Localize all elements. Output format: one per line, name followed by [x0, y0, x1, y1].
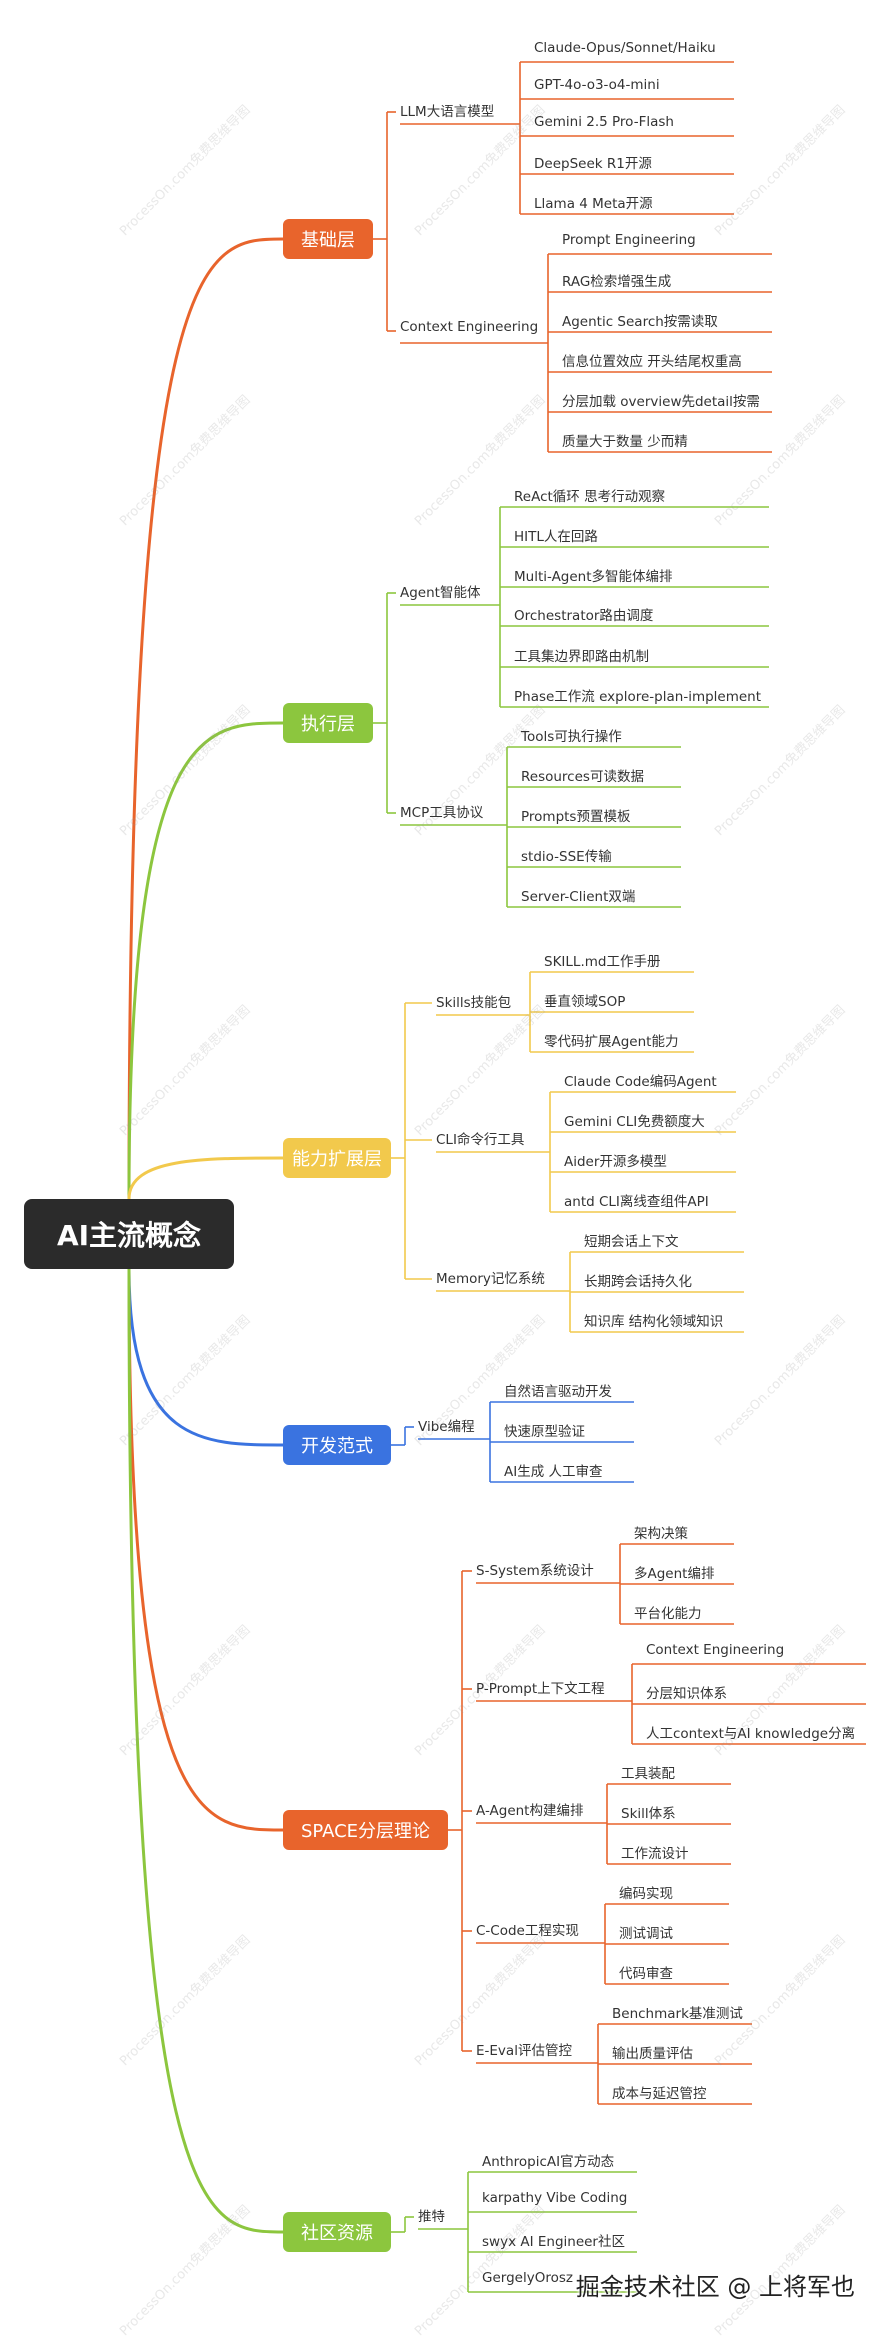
leaf-label[interactable]: 分层知识体系 [646, 1686, 727, 1702]
leaf-label[interactable]: RAG检索增强生成 [562, 274, 672, 290]
leaf-label[interactable]: GergelyOrosz [482, 2270, 573, 2286]
leaf-label[interactable]: Tools可执行操作 [521, 729, 622, 745]
leaf-label[interactable]: 工作流设计 [621, 1846, 689, 1862]
leaf-label[interactable]: 分层加载 overview先detail按需 [562, 394, 760, 410]
leaf-label[interactable]: swyx AI Engineer社区 [482, 2234, 625, 2250]
leaf-label[interactable]: Prompt Engineering [562, 232, 696, 248]
footer-credit: 掘金技术社区 @ 上将军也 [575, 2273, 855, 2301]
group-label[interactable]: LLM大语言模型 [400, 104, 495, 120]
leaf-label[interactable]: 编码实现 [619, 1886, 673, 1902]
leaf-label[interactable]: Gemini 2.5 Pro-Flash [534, 114, 674, 130]
branch-node-3[interactable]: 开发范式 [283, 1425, 391, 1465]
leaf-label[interactable]: AnthropicAI官方动态 [482, 2154, 615, 2170]
leaf-label[interactable]: 测试调试 [619, 1926, 673, 1942]
leaf-label[interactable]: 知识库 结构化领域知识 [584, 1314, 724, 1330]
leaf-label[interactable]: ReAct循环 思考行动观察 [514, 489, 666, 505]
leaf-label[interactable]: 信息位置效应 开头结尾权重高 [562, 354, 742, 370]
branch-node-4[interactable]: SPACE分层理论 [283, 1810, 448, 1850]
leaf-label[interactable]: Agentic Search按需读取 [562, 314, 718, 330]
group-label[interactable]: A-Agent构建编排 [476, 1803, 584, 1819]
connector-line [127, 1268, 284, 2234]
leaf-label[interactable]: Skill体系 [621, 1806, 676, 1822]
leaf-label[interactable]: Aider开源多模型 [564, 1154, 667, 1170]
branch-node-5[interactable]: 社区资源 [283, 2212, 391, 2252]
leaf-label[interactable]: 输出质量评估 [612, 2046, 693, 2062]
leaf-label[interactable]: 质量大于数量 少而精 [562, 434, 688, 450]
leaf-label[interactable]: 长期跨会话持久化 [584, 1274, 692, 1290]
leaf-label[interactable]: AI生成 人工审查 [504, 1464, 603, 1480]
group-label[interactable]: Context Engineering [400, 319, 539, 335]
branch-node-2[interactable]: 能力扩展层 [283, 1138, 391, 1178]
leaf-label[interactable]: Benchmark基准测试 [612, 2006, 743, 2022]
branch-node-0[interactable]: 基础层 [283, 219, 373, 259]
group-label[interactable]: Memory记忆系统 [436, 1271, 545, 1287]
leaf-label[interactable]: Prompts预置模板 [521, 809, 631, 825]
group-label[interactable]: CLI命令行工具 [436, 1132, 525, 1148]
connector-line [127, 1268, 284, 1447]
leaf-label[interactable]: 自然语言驱动开发 [504, 1384, 612, 1400]
group-label[interactable]: C-Code工程实现 [476, 1923, 579, 1939]
leaf-label[interactable]: 零代码扩展Agent能力 [544, 1034, 679, 1050]
leaf-label[interactable]: stdio-SSE传输 [521, 849, 612, 865]
group-label[interactable]: Agent智能体 [400, 585, 481, 601]
root-node[interactable]: AI主流概念 [24, 1199, 234, 1269]
group-label[interactable]: Vibe编程 [418, 1419, 475, 1435]
leaf-label[interactable]: 人工context与AI knowledge分离 [646, 1726, 856, 1742]
leaf-label[interactable]: 工具装配 [621, 1766, 675, 1782]
group-label[interactable]: E-Eval评估管控 [476, 2043, 572, 2059]
group-label[interactable]: S-System系统设计 [476, 1563, 594, 1579]
leaf-label[interactable]: Claude Code编码Agent [564, 1074, 717, 1090]
leaf-label[interactable]: Resources可读数据 [521, 769, 644, 785]
connector-line [127, 1268, 284, 1832]
leaf-label[interactable]: Server-Client双端 [521, 889, 636, 905]
leaf-label[interactable]: 多Agent编排 [634, 1566, 715, 1582]
leaf-label[interactable]: Multi-Agent多智能体编排 [514, 569, 673, 585]
leaf-label[interactable]: 快速原型验证 [504, 1424, 585, 1440]
group-label[interactable]: P-Prompt上下文工程 [476, 1681, 605, 1697]
connector-line [127, 237, 284, 1200]
leaf-label[interactable]: SKILL.md工作手册 [544, 954, 661, 970]
leaf-label[interactable]: antd CLI离线查组件API [564, 1194, 709, 1210]
leaf-label[interactable]: Orchestrator路由调度 [514, 608, 654, 624]
leaf-label[interactable]: GPT-4o-o3-o4-mini [534, 77, 660, 93]
group-label[interactable]: 推特 [418, 2209, 445, 2225]
connector-line [127, 1156, 284, 1200]
branch-node-1[interactable]: 执行层 [283, 703, 373, 743]
leaf-label[interactable]: 工具集边界即路由机制 [514, 649, 649, 665]
leaf-label[interactable]: karpathy Vibe Coding [482, 2190, 628, 2206]
leaf-label[interactable]: Gemini CLI免费额度大 [564, 1114, 705, 1130]
leaf-label[interactable]: 成本与延迟管控 [612, 2086, 707, 2102]
leaf-label[interactable]: 短期会话上下文 [584, 1234, 679, 1250]
leaf-label[interactable]: DeepSeek R1开源 [534, 156, 652, 172]
connector-line [127, 721, 284, 1200]
leaf-label[interactable]: Llama 4 Meta开源 [534, 196, 653, 212]
leaf-label[interactable]: HITL人在回路 [514, 529, 598, 545]
leaf-label[interactable]: Phase工作流 explore-plan-implement [514, 689, 762, 705]
leaf-label[interactable]: 架构决策 [634, 1526, 688, 1542]
leaf-label[interactable]: 垂直领域SOP [544, 994, 626, 1010]
leaf-label[interactable]: 代码审查 [619, 1966, 673, 1982]
leaf-label[interactable]: 平台化能力 [634, 1606, 702, 1622]
leaf-label[interactable]: Claude-Opus/Sonnet/Haiku [534, 40, 716, 56]
group-label[interactable]: Skills技能包 [436, 995, 512, 1011]
leaf-label[interactable]: Context Engineering [646, 1642, 785, 1658]
group-label[interactable]: MCP工具协议 [400, 805, 484, 821]
